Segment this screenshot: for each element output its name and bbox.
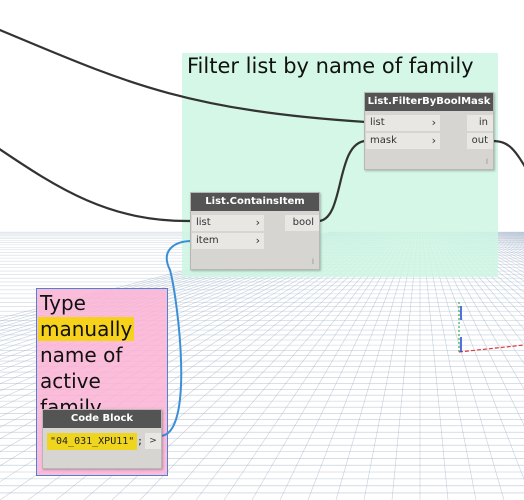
- input-port-item[interactable]: item ›: [192, 233, 264, 249]
- input-port-list[interactable]: list ›: [366, 115, 440, 131]
- wire-bool-to-mask[interactable]: [317, 139, 367, 223]
- output-port-out[interactable]: out: [467, 133, 493, 149]
- node-list-filter-by-bool-mask[interactable]: List.FilterByBoolMask list › mask › in o…: [364, 92, 494, 170]
- grid-line: [446, 231, 524, 300]
- grid-line: [450, 231, 524, 287]
- input-port-mask[interactable]: mask ›: [366, 133, 440, 149]
- port-label-mask: mask: [370, 135, 397, 146]
- chevron-right-icon: ›: [431, 116, 436, 129]
- node-title[interactable]: Code Block: [43, 410, 161, 428]
- group-title-line3: name of: [40, 343, 123, 367]
- code-block-terminator: ;: [137, 436, 144, 447]
- node-title[interactable]: List.FilterByBoolMask: [365, 93, 493, 111]
- wire-top-to-filter-list[interactable]: [0, 28, 367, 124]
- output-port-in[interactable]: in: [467, 115, 493, 131]
- grid-line: [448, 231, 524, 293]
- grid-line: [0, 231, 335, 322]
- wire-codeblock-to-item[interactable]: [159, 240, 193, 437]
- code-block-text[interactable]: "04_031_XPU11": [47, 433, 138, 450]
- axis-red: [458, 344, 524, 353]
- grid-line: [0, 231, 333, 319]
- grid-line: [0, 231, 339, 328]
- output-port-code[interactable]: >: [145, 433, 161, 449]
- group-title-line1: Type: [40, 291, 86, 315]
- wire-out-to-right[interactable]: [491, 139, 524, 175]
- port-label-item: item: [196, 235, 219, 246]
- output-port-bool[interactable]: bool: [285, 215, 319, 231]
- wire-left-to-contains-list[interactable]: [0, 146, 193, 223]
- node-list-contains-item[interactable]: List.ContainsItem list › item › bool l: [190, 192, 320, 270]
- grid-line: [452, 231, 524, 282]
- chevron-right-icon: ›: [255, 234, 260, 247]
- node-code-block[interactable]: Code Block "04_031_XPU11" ; >: [42, 409, 162, 469]
- group-title-filter: Filter list by name of family: [187, 54, 474, 78]
- port-label-list: list: [196, 217, 211, 228]
- chevron-right-icon: ›: [431, 134, 436, 147]
- node-title[interactable]: List.ContainsItem: [191, 193, 319, 211]
- node-footer-mark: l: [486, 158, 488, 166]
- node-footer-mark: l: [312, 258, 314, 266]
- group-title-line2-highlight: manually: [38, 317, 135, 341]
- port-label-list: list: [370, 117, 385, 128]
- grid-line: [0, 231, 337, 325]
- input-port-list[interactable]: list ›: [192, 215, 264, 231]
- chevron-right-icon: ›: [255, 216, 260, 229]
